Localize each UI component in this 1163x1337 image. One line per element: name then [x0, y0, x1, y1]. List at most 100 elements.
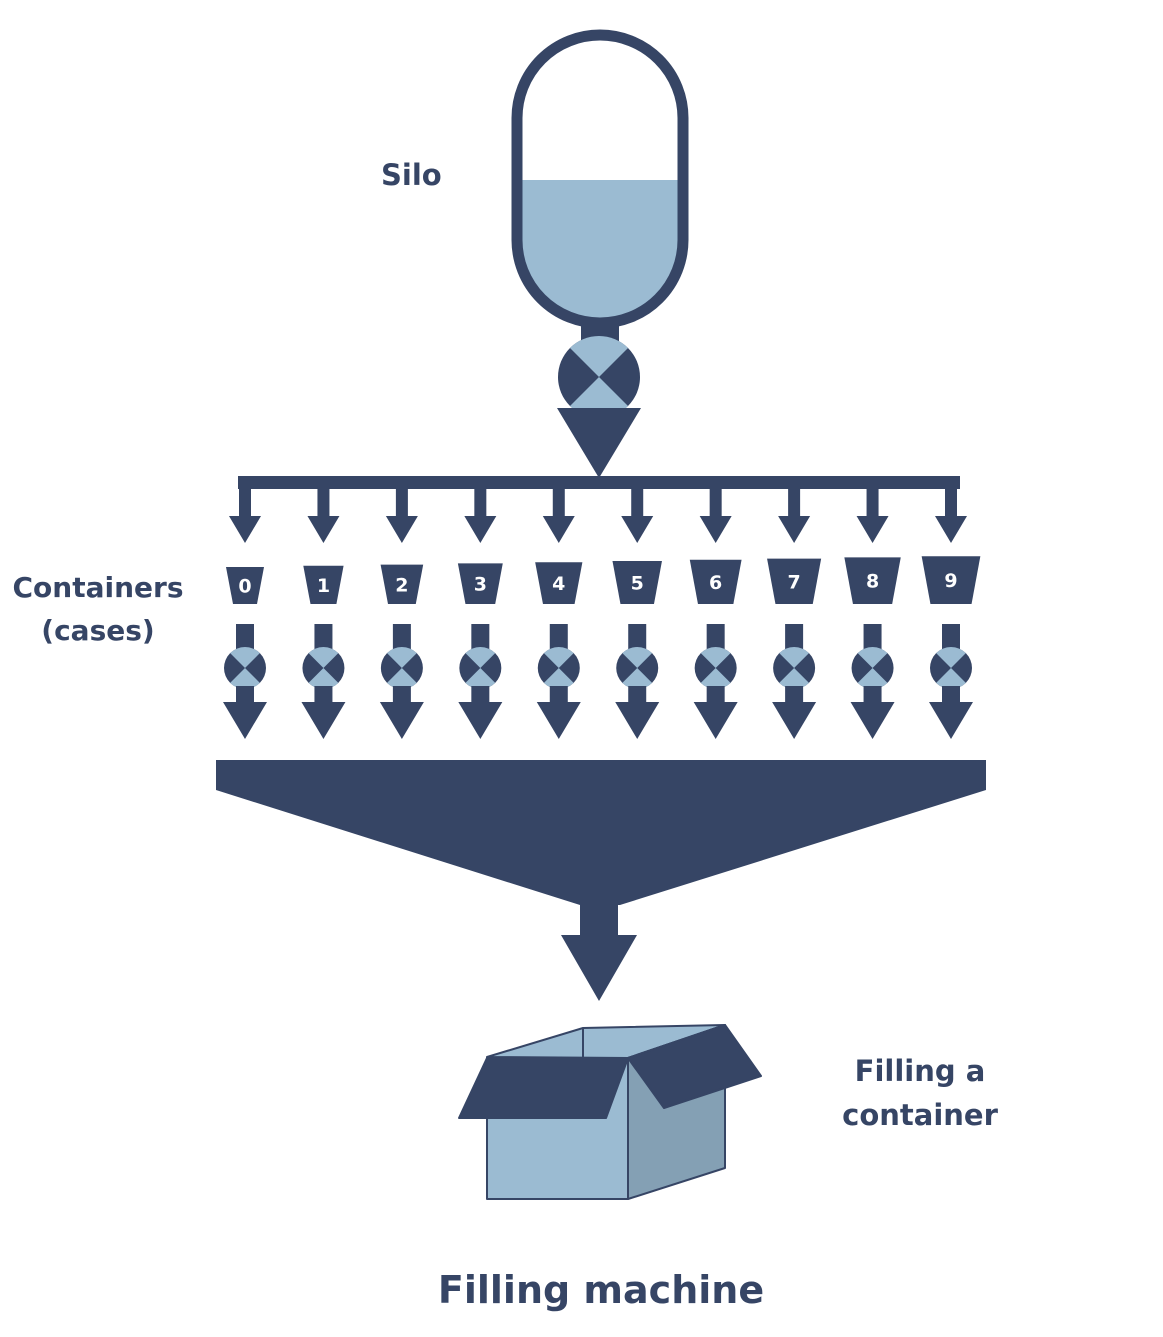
outlet-pipe — [628, 624, 647, 650]
box-right-flap — [627, 1024, 762, 1109]
outlet-arrow-stem — [785, 686, 804, 706]
feed-pipe — [866, 486, 879, 518]
valve-icon — [537, 647, 580, 689]
feed-pipe — [552, 486, 565, 518]
containers-sublabel: (cases) — [41, 614, 154, 647]
container-columns: 0 1 2 3 4 5 6 7 8 9 — [223, 486, 981, 739]
silo-valve-icon — [558, 335, 640, 419]
feed-arrow-icon — [542, 516, 575, 543]
container-number: 9 — [944, 570, 957, 592]
container-column-3: 3 — [457, 486, 503, 739]
feed-arrow-icon — [464, 516, 497, 543]
outlet-pipe — [236, 624, 254, 650]
outlet-arrow-icon — [379, 702, 424, 739]
feed-pipe — [709, 486, 722, 518]
valve-icon — [930, 646, 972, 689]
container — [457, 563, 503, 604]
outlet-arrow-stem — [314, 686, 333, 706]
collector-down-arrow-icon — [561, 935, 637, 1001]
container-column-1: 1 — [301, 486, 346, 739]
feed-arrow-icon — [385, 516, 418, 543]
container-column-4: 4 — [535, 486, 583, 739]
outlet-pipe — [314, 624, 333, 650]
valve-icon — [380, 647, 423, 690]
container-number: 1 — [317, 575, 330, 597]
container-number: 4 — [552, 573, 565, 595]
feed-pipe — [395, 486, 408, 518]
valve-icon — [694, 646, 737, 689]
outlet-pipe — [863, 624, 882, 650]
valve-icon — [851, 646, 894, 689]
container-column-5: 5 — [612, 486, 662, 739]
container-number: 7 — [787, 571, 800, 593]
container — [767, 558, 822, 604]
outlet-pipe — [942, 624, 960, 650]
outlet-arrow-icon — [536, 702, 581, 739]
container — [303, 565, 344, 604]
container — [689, 559, 742, 604]
outlet-arrow-icon — [693, 702, 738, 739]
outlet-arrow-stem — [628, 686, 647, 706]
container — [844, 557, 901, 604]
feed-arrow-icon — [307, 516, 340, 543]
feed-pipe — [631, 486, 644, 518]
container-column-7: 7 — [767, 486, 822, 739]
outlet-arrow-stem — [471, 686, 490, 706]
feed-arrow-icon — [621, 516, 654, 543]
outlet-arrow-icon — [615, 702, 660, 739]
feed-arrow-icon — [935, 516, 967, 543]
valve-icon — [616, 647, 659, 689]
outlet-arrow-stem — [942, 686, 960, 706]
outlet-arrow-stem — [549, 686, 568, 706]
distribution-manifold — [238, 476, 960, 489]
valve-icon — [459, 647, 502, 690]
box-left-flap — [458, 1057, 629, 1119]
container — [380, 564, 424, 604]
outlet-pipe — [785, 624, 804, 650]
valve-icon — [302, 646, 345, 689]
valve-icon — [773, 646, 816, 689]
collector-outlet-pipe — [580, 903, 618, 937]
filling-container-label: Filling a — [855, 1054, 986, 1088]
silo — [511, 29, 689, 329]
container-number: 2 — [395, 574, 408, 596]
container — [921, 556, 981, 604]
container — [535, 562, 583, 604]
collector-funnel — [216, 760, 986, 905]
feed-arrow-icon — [229, 516, 261, 543]
feed-arrow-icon — [778, 516, 811, 543]
container-number: 0 — [238, 576, 251, 598]
container-column-9: 9 — [921, 486, 981, 739]
feed-pipe — [239, 486, 251, 518]
container-number: 8 — [866, 571, 879, 593]
feed-pipe — [945, 486, 957, 518]
outlet-arrow-icon — [458, 702, 503, 739]
container-number: 6 — [709, 572, 722, 594]
feed-pipe — [788, 486, 801, 518]
outlet-pipe — [392, 624, 411, 650]
feed-pipe — [474, 486, 487, 518]
filling-container-sublabel: container — [842, 1098, 998, 1132]
valve-icon — [224, 647, 266, 689]
outlet-arrow-icon — [850, 702, 895, 739]
feed-arrow-icon — [699, 516, 732, 543]
container-number: 3 — [474, 574, 487, 596]
outlet-arrow-icon — [223, 702, 267, 739]
outlet-arrow-icon — [929, 702, 973, 739]
outlet-arrow-stem — [706, 686, 725, 706]
silo-liquid — [522, 180, 678, 323]
container-number: 5 — [631, 573, 644, 595]
outlet-arrow-icon — [772, 702, 817, 739]
outlet-pipe — [706, 624, 725, 650]
outlet-arrow-icon — [301, 702, 346, 739]
outlet-pipe — [549, 624, 568, 650]
outlet-arrow-stem — [236, 686, 254, 706]
silo-down-arrow-icon — [557, 408, 641, 478]
container-column-0: 0 — [223, 486, 267, 739]
container-column-2: 2 — [379, 486, 424, 739]
container — [612, 561, 662, 604]
container — [226, 567, 264, 604]
container-column-8: 8 — [844, 486, 901, 739]
outlet-arrow-stem — [863, 686, 882, 706]
